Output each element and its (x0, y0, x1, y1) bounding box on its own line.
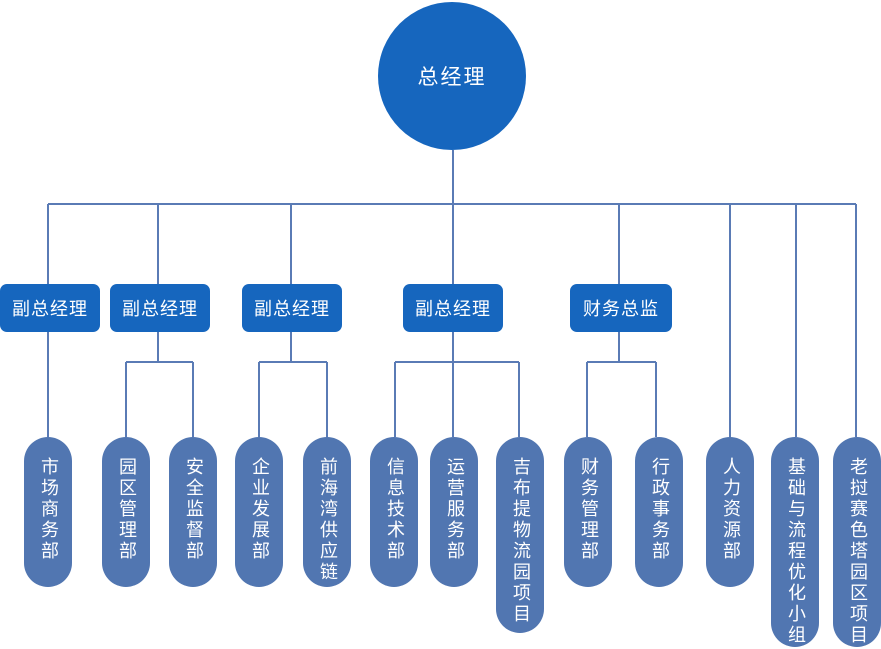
department-label: 信息技术部 (384, 457, 405, 562)
department-label: 市场商务部 (38, 457, 59, 562)
department-node: 运营服务部 (430, 437, 478, 587)
manager-label: 副总经理 (122, 299, 198, 320)
manager-node: 副总经理 (0, 284, 100, 332)
department-node: 行政事务部 (635, 437, 683, 587)
department-label: 运营服务部 (444, 457, 465, 562)
department-label: 基础与流程优化小组 (785, 457, 806, 646)
department-label: 前海湾供应链 (317, 457, 338, 583)
department-node: 园区管理部 (102, 437, 150, 587)
department-node: 基础与流程优化小组 (771, 437, 819, 647)
department-node: 信息技术部 (370, 437, 418, 587)
department-label: 行政事务部 (649, 457, 670, 562)
department-node: 安全监督部 (169, 437, 217, 587)
manager-label: 副总经理 (254, 299, 330, 320)
manager-label: 副总经理 (415, 299, 491, 320)
department-node: 财务管理部 (564, 437, 612, 587)
department-label: 企业发展部 (249, 457, 270, 562)
manager-node: 副总经理 (403, 284, 503, 332)
ceo-label: 总经理 (417, 65, 487, 89)
department-label: 安全监督部 (183, 457, 204, 562)
department-node: 吉布提物流园项目 (496, 437, 544, 633)
department-node: 人力资源部 (706, 437, 754, 587)
department-node: 老挝赛色塔园区项目 (833, 437, 881, 647)
department-label: 人力资源部 (720, 457, 741, 562)
department-label: 吉布提物流园项目 (510, 457, 531, 625)
department-node: 企业发展部 (235, 437, 283, 587)
manager-node: 副总经理 (242, 284, 342, 332)
department-label: 园区管理部 (116, 457, 137, 562)
cfo-node: 财务总监 (570, 284, 672, 332)
manager-label: 副总经理 (12, 299, 88, 320)
ceo-node: 总经理 (378, 2, 526, 150)
department-node: 前海湾供应链 (303, 437, 351, 587)
department-label: 老挝赛色塔园区项目 (847, 457, 868, 646)
manager-node: 副总经理 (110, 284, 210, 332)
department-label: 财务管理部 (578, 457, 599, 562)
manager-label: 财务总监 (583, 299, 659, 320)
department-node: 市场商务部 (24, 437, 72, 587)
